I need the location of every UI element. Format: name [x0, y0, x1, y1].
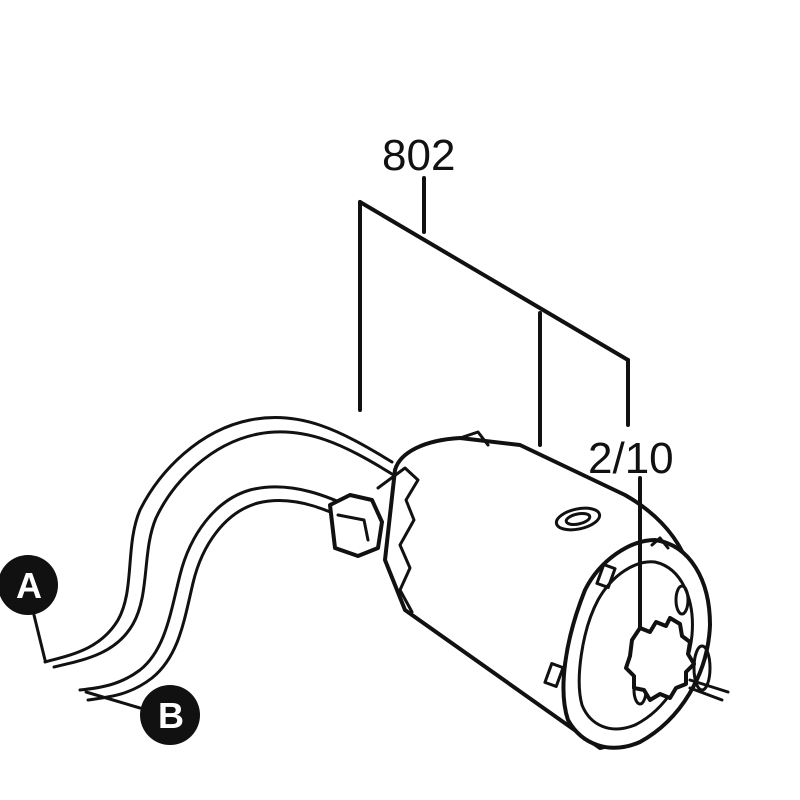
callout-b: B [84, 685, 200, 745]
motor-wires [43, 415, 394, 702]
svg-text:B: B [158, 695, 184, 736]
callout-a: A [0, 555, 58, 662]
part-label-802: 802 [382, 131, 455, 180]
pinion-gear [624, 616, 730, 702]
terminal-connector [328, 493, 384, 558]
svg-text:A: A [16, 565, 42, 606]
housing-vent-hole [554, 506, 602, 532]
part-label-2-10: 2/10 [588, 434, 674, 483]
leader-802 [358, 176, 630, 447]
